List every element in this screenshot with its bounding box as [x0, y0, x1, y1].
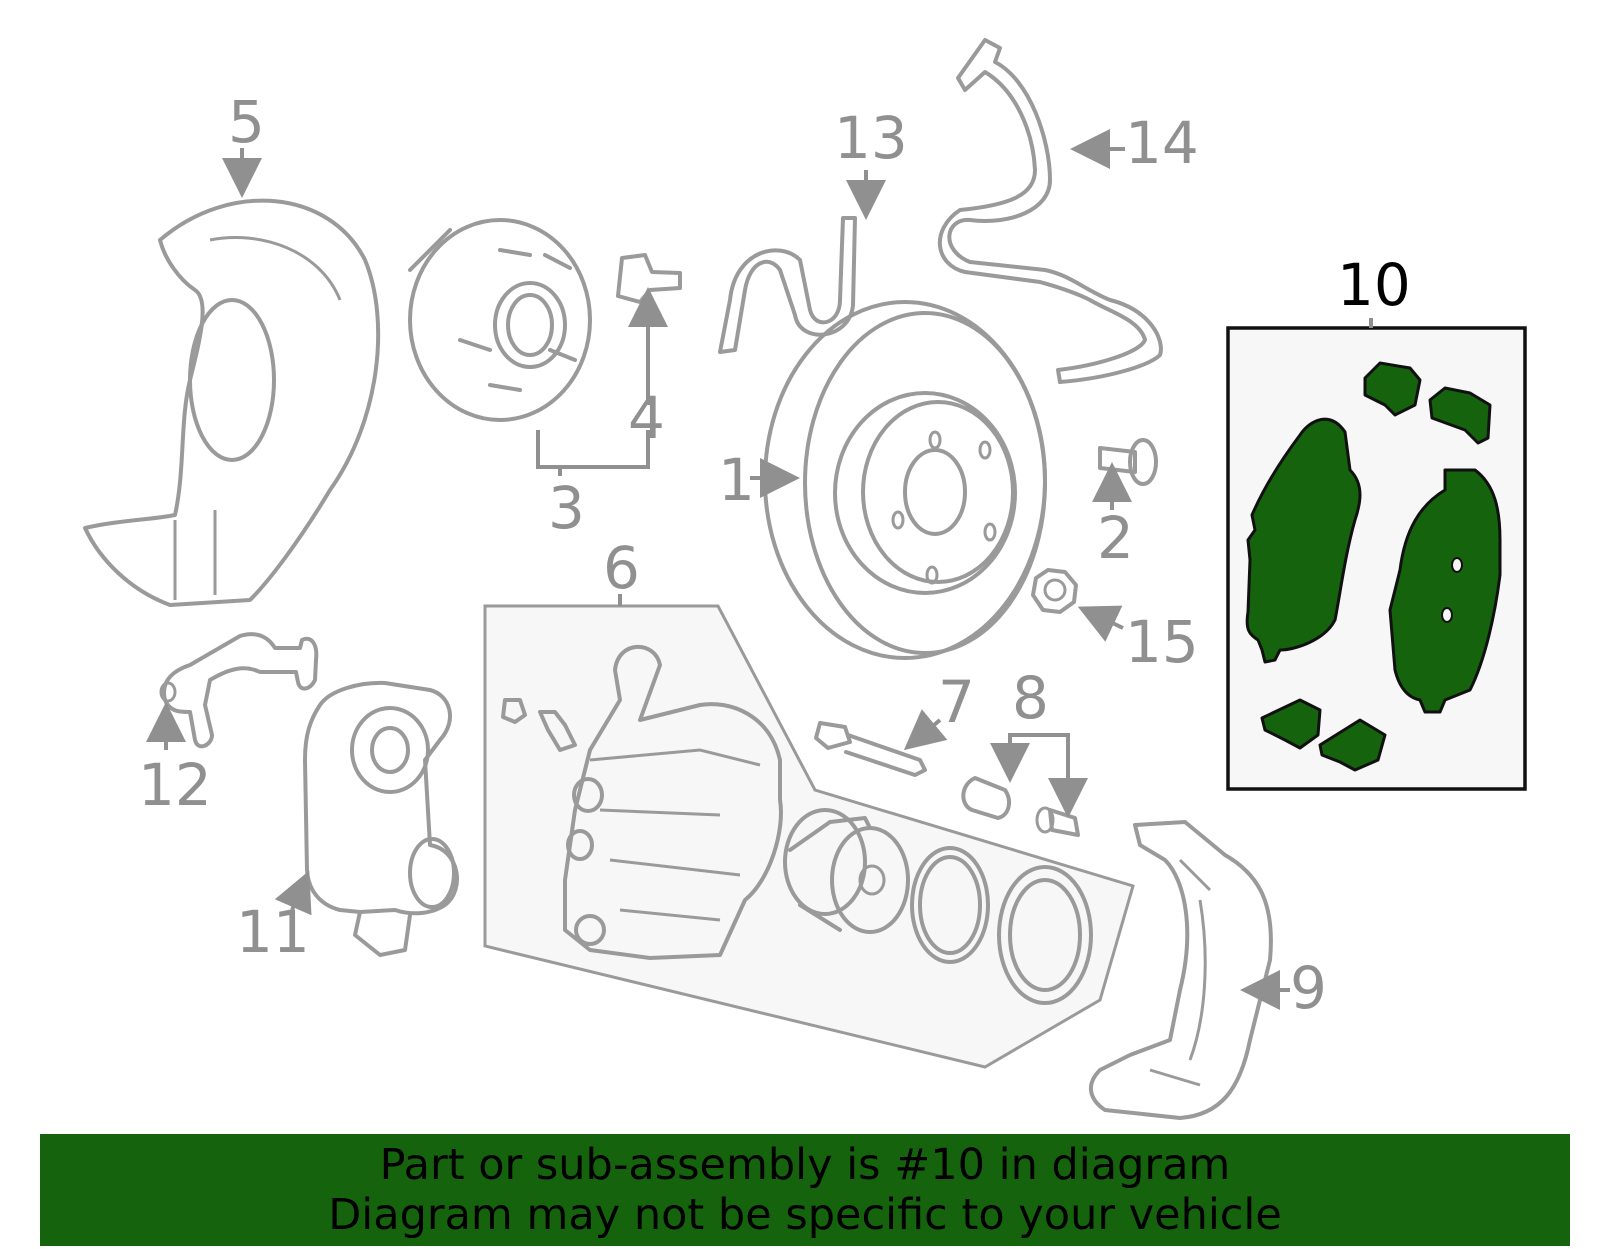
wheel-stud[interactable] — [616, 253, 682, 304]
banner-line-2: Diagram may not be specific to your vehi… — [328, 1190, 1282, 1240]
brake-hose[interactable] — [718, 216, 857, 354]
banner-line-1: Part or sub-assembly is #10 in diagram — [379, 1140, 1231, 1190]
piston-seal[interactable] — [910, 846, 990, 964]
dust-boot[interactable] — [997, 865, 1093, 1005]
info-banner: Part or sub-assembly is #10 in diagram D… — [40, 1134, 1570, 1246]
callout-1: 1 — [718, 446, 755, 514]
callout-2: 2 — [1097, 504, 1134, 572]
callout-6: 6 — [603, 534, 640, 602]
callout-10: 10 — [1337, 251, 1411, 319]
splash-shield[interactable] — [83, 198, 381, 607]
brake-pad-set-box[interactable] — [1226, 326, 1527, 791]
caliper-piston[interactable] — [783, 808, 910, 934]
callout-11: 11 — [236, 898, 310, 966]
callout-15: 15 — [1125, 608, 1199, 676]
brake-caliper[interactable] — [501, 644, 783, 960]
callout-5: 5 — [228, 88, 265, 156]
rotor-screw[interactable] — [1098, 438, 1158, 486]
leader-lines — [146, 129, 1373, 1010]
callout-3: 3 — [548, 474, 585, 542]
callout-4: 4 — [628, 384, 665, 452]
bracket[interactable] — [159, 632, 319, 749]
brake-rotor[interactable] — [763, 300, 1047, 660]
hub-bearing[interactable] — [408, 218, 592, 422]
nut[interactable] — [1031, 568, 1078, 614]
caliper-bracket[interactable] — [1089, 820, 1273, 1120]
guide-pin-bolt[interactable] — [814, 721, 927, 777]
callout-12: 12 — [138, 751, 212, 819]
guide-pin-bushing[interactable] — [961, 776, 1080, 837]
callout-9: 9 — [1290, 954, 1327, 1022]
callout-7: 7 — [938, 668, 975, 736]
callout-13: 13 — [834, 104, 908, 172]
callout-14: 14 — [1125, 109, 1199, 177]
callout-labels: 5 13 14 4 3 1 2 10 6 15 7 8 12 11 9 — [138, 88, 1411, 1022]
callout-8: 8 — [1012, 664, 1049, 732]
wheel-speed-sensor[interactable] — [937, 38, 1163, 384]
parking-brake-motor[interactable] — [303, 680, 459, 957]
